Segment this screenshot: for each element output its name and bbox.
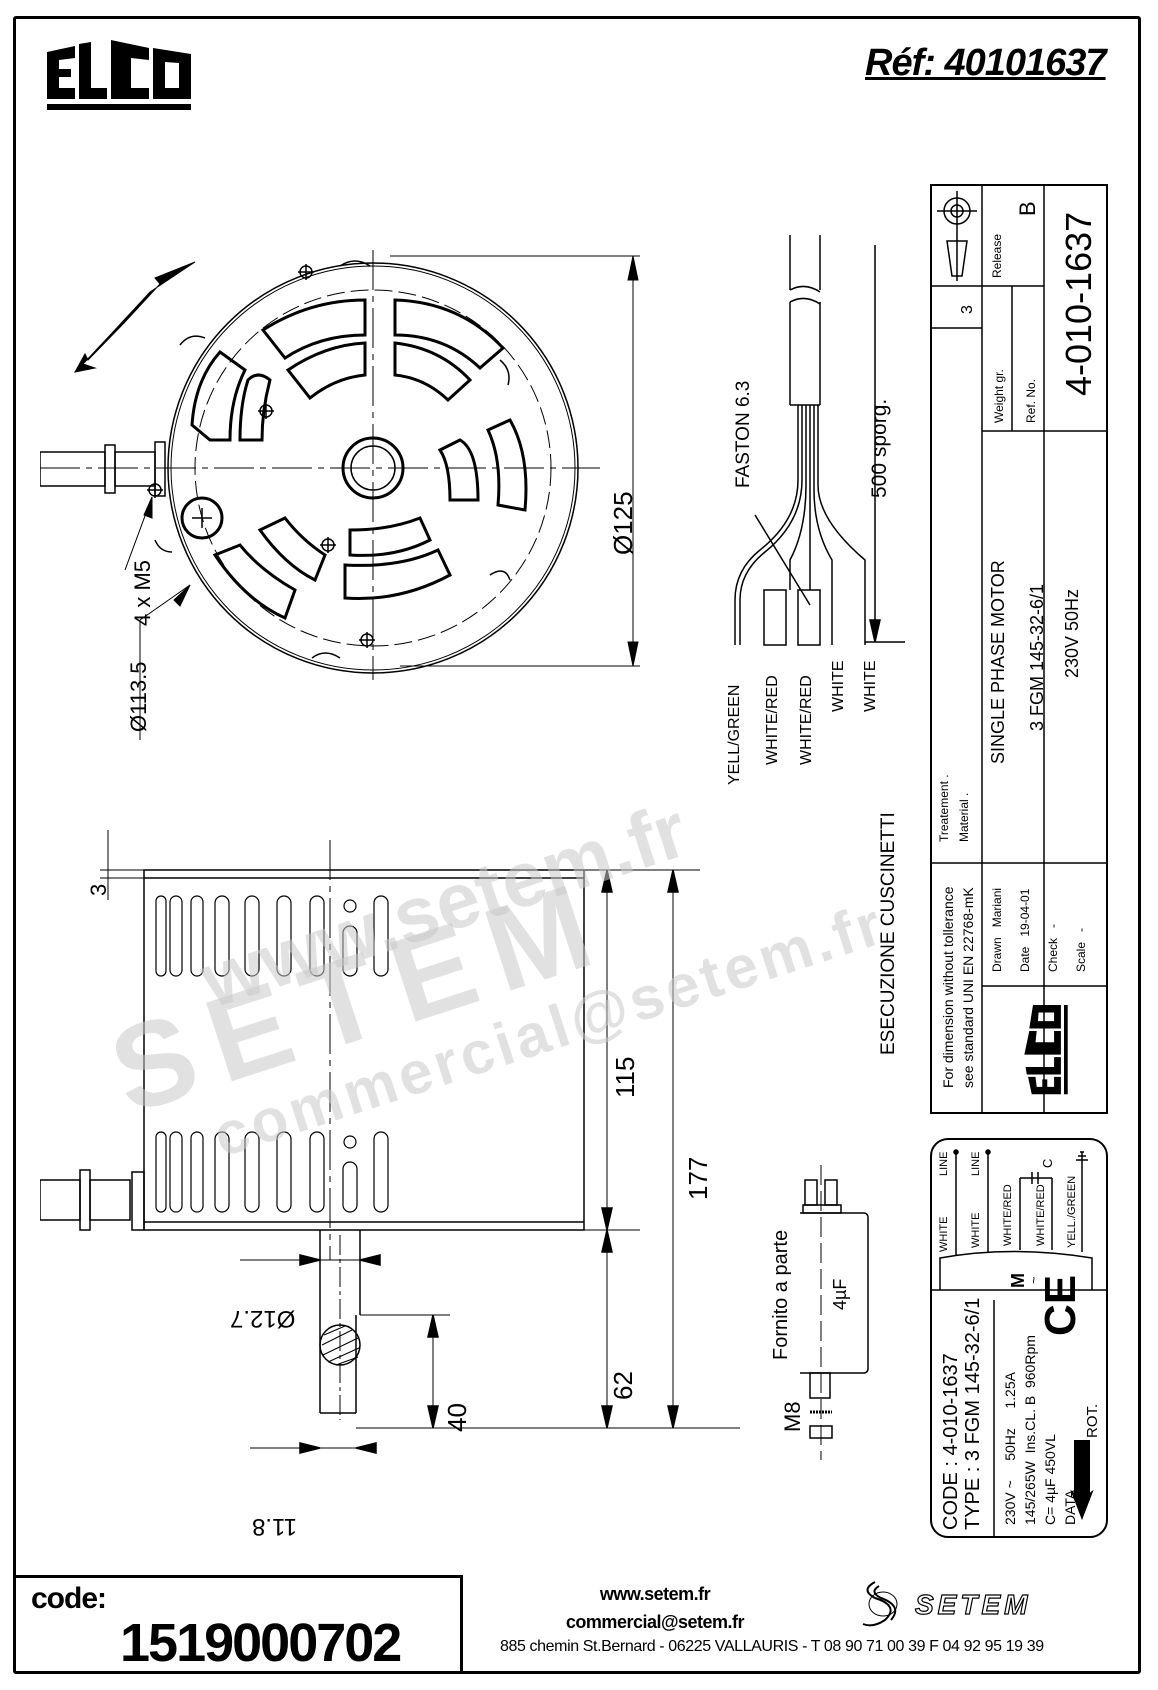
dim-shaft-flat: 11.8 bbox=[252, 1513, 297, 1540]
description: SINGLE PHASE MOTOR bbox=[988, 560, 1008, 764]
setem-swirl-icon: SETEM bbox=[862, 1581, 1031, 1627]
cable-drawing bbox=[734, 235, 905, 646]
wiring-function-1: LINE bbox=[938, 1151, 950, 1176]
capacitor-symbol-label: C bbox=[1040, 1158, 1055, 1168]
nameplate-row4: DATA bbox=[1062, 1489, 1078, 1525]
material-label: Material . bbox=[957, 792, 971, 842]
nameplate-code: CODE : 4-010-1637 bbox=[940, 1353, 962, 1530]
elco-logo bbox=[47, 40, 191, 110]
wire-label-4: WHITE bbox=[830, 660, 847, 712]
scale-value: - bbox=[1074, 927, 1088, 932]
dim-flat-length: 40 bbox=[442, 1403, 472, 1432]
dim-shaft-diameter: Ø12.7 bbox=[230, 1305, 296, 1332]
weight-label: Weight gr. bbox=[992, 369, 1006, 423]
date-value: 19-04-01 bbox=[1018, 888, 1032, 937]
part-number: 4-010-1637 bbox=[1058, 211, 1099, 396]
motor-tilde: ~ bbox=[1026, 1276, 1041, 1284]
wiring-label-1: WHITE bbox=[938, 1216, 950, 1252]
check-value: - bbox=[1046, 923, 1060, 928]
bearing-note: ESECUZIONE CUSCINETTI bbox=[878, 812, 899, 1055]
dim-shaft-length: 62 bbox=[608, 1371, 638, 1400]
front-view-drawing bbox=[40, 250, 640, 740]
code-box: code: 1519000702 bbox=[13, 1575, 463, 1674]
dim-outer-diameter: Ø125 bbox=[608, 491, 638, 555]
capacitor-value: 4µF bbox=[830, 1278, 850, 1310]
wire-label-2: WHITE/RED bbox=[764, 675, 781, 765]
dim-bolt-circle: Ø113.5 bbox=[126, 661, 151, 732]
drawn-label: Drawn bbox=[990, 937, 1004, 972]
tolerance-note-2: see standard UNI EN 22768-mK bbox=[960, 887, 976, 1088]
rotation-label: ROT. bbox=[1084, 1403, 1101, 1438]
voltage: 230V ~ bbox=[1002, 1480, 1018, 1525]
check-field: Check - bbox=[1046, 924, 1060, 972]
title-block: 3 Release B Weight gr. Ref. No. 4-010-16… bbox=[930, 184, 1108, 1114]
date-label: Date bbox=[1018, 946, 1032, 972]
setem-logo: SETEM bbox=[855, 1572, 1115, 1632]
capacitor-thread: M8 bbox=[780, 1401, 805, 1432]
wiring-label-2: WHITE bbox=[970, 1212, 982, 1248]
speed: 960Rpm bbox=[1022, 1335, 1038, 1389]
nameplate-row1: 230V ~ 50Hz 1.25A bbox=[1002, 1372, 1018, 1525]
wire-label-5: WHITE bbox=[862, 660, 879, 712]
wiring-label-5: YELL./GREEN bbox=[1066, 1175, 1078, 1248]
nameplate-type: TYPE : 3 FGM 145-32-6/1 bbox=[962, 1297, 984, 1530]
nameplate-row3: C= 4µF 450VL bbox=[1042, 1434, 1058, 1525]
drawing-frame bbox=[13, 16, 1141, 1674]
rotation-arrow-icon bbox=[74, 261, 196, 373]
cable-length-label: 500 sporg. bbox=[868, 398, 891, 498]
nameplate-row2: 145/265W Ins.CL. B 960Rpm bbox=[1022, 1335, 1038, 1525]
capacitor-drawing bbox=[800, 1165, 869, 1460]
ce-mark-icon: CE bbox=[1036, 1274, 1085, 1336]
ref-no-label: Ref. No. bbox=[1024, 378, 1038, 423]
connector-label: FASTON 6.3 bbox=[733, 380, 754, 488]
email-link[interactable]: commercial@setem.fr bbox=[565, 1612, 745, 1632]
treatment-label: Treatement . bbox=[937, 774, 951, 842]
wiring-label-4: WHITE/RED bbox=[1035, 1184, 1047, 1246]
power: 145/265W bbox=[1022, 1461, 1038, 1525]
footer-address: 885 chemin St.Bernard - 06225 VALLAURIS … bbox=[500, 1638, 1044, 1655]
frequency: 50Hz bbox=[1002, 1428, 1018, 1461]
scale-label: Scale bbox=[1074, 941, 1088, 972]
motor-type: 3 FGM 145-32-6/1 bbox=[1027, 583, 1047, 731]
title-block-elco-logo bbox=[1024, 1004, 1068, 1095]
wire-label-1: YELL/GREEN bbox=[726, 684, 743, 785]
drawn-field: Drawn Mariani bbox=[990, 888, 1004, 972]
capacitor-note: Fornito a parte bbox=[770, 1229, 792, 1360]
code-value: 1519000702 bbox=[120, 1613, 402, 1673]
drawn-value: Mariani bbox=[990, 887, 1004, 928]
scale-field: Scale - bbox=[1074, 928, 1088, 972]
code-label: code: bbox=[31, 1582, 107, 1615]
sheet-size: 3 bbox=[959, 305, 976, 314]
footer-contact: www.setem.fr commercial@setem.fr bbox=[490, 1580, 820, 1636]
release-value: B bbox=[1015, 201, 1040, 216]
motor-rating: 230V 50Hz bbox=[1062, 588, 1082, 678]
reference-number: Réf: 40101637 bbox=[865, 42, 1107, 84]
motor-nameplate: CODE : 4-010-1637 TYPE : 3 FGM 145-32-6/… bbox=[930, 1138, 1108, 1538]
check-label: Check bbox=[1046, 937, 1060, 972]
insulation-class: Ins.CL. B bbox=[1022, 1395, 1038, 1454]
dim-mounting-holes: 4 x M5 bbox=[130, 559, 155, 626]
release-label: Release bbox=[990, 233, 1004, 278]
date-field: Date 19-04-01 bbox=[1018, 889, 1032, 972]
dim-flange: 3 bbox=[86, 883, 111, 896]
current: 1.25A bbox=[1002, 1372, 1018, 1409]
website-link[interactable]: www.setem.fr bbox=[599, 1584, 711, 1604]
tolerance-note-1: For dimension without tollerance bbox=[940, 886, 956, 1088]
wire-label-3: WHITE/RED bbox=[798, 675, 815, 765]
dim-total: 177 bbox=[683, 1156, 713, 1200]
wiring-function-2: LINE bbox=[970, 1151, 982, 1176]
wiring-label-3: WHITE/RED bbox=[1002, 1184, 1014, 1246]
side-view-drawing bbox=[40, 830, 740, 1454]
setem-wordmark: SETEM bbox=[915, 1589, 1031, 1620]
dim-body: 115 bbox=[610, 1056, 640, 1098]
